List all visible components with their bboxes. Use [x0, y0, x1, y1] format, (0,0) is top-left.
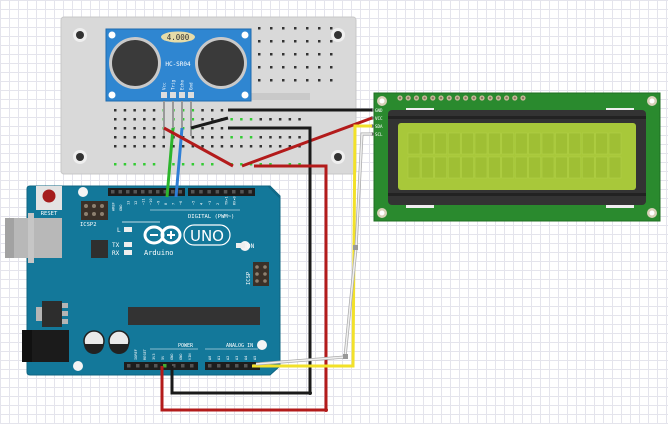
analog-pin-label: A5 — [253, 356, 257, 360]
icsp-label: ICSP — [246, 271, 252, 285]
sensor-pin — [188, 92, 194, 98]
wire-echo-blue[interactable] — [174, 127, 184, 198]
rx-led — [124, 250, 132, 255]
digital-pin-label: 13 — [127, 201, 131, 205]
analog-pin-label: A0 — [208, 356, 212, 360]
power-pin-label: RESET — [143, 348, 147, 360]
wire-gnd-black-short[interactable] — [190, 116, 229, 130]
header-pin-holes — [111, 190, 257, 368]
tx-label: TX — [112, 242, 120, 249]
arduino-text: Arduino — [144, 249, 174, 257]
on-led — [236, 243, 245, 248]
sensor-display-value: 4.000 — [167, 33, 190, 42]
tx-led — [124, 242, 132, 247]
on-label: ON — [247, 243, 255, 250]
lcd-pin-label: GND — [375, 108, 383, 113]
reset-label: RESET — [41, 211, 58, 217]
capacitor — [83, 330, 105, 354]
power-pin-label: 3V3 — [152, 354, 156, 361]
sensor-pin-label: Gnd — [189, 82, 194, 90]
power-label: POWER — [178, 343, 194, 349]
digital-pin-label: ~11 — [142, 199, 146, 206]
mount-hole — [257, 340, 267, 350]
usb-chip — [91, 240, 108, 258]
sensor-pin-label: Vcc — [162, 82, 167, 90]
lcd-i2c-module[interactable]: GND VCC SDA SCL — [370, 92, 661, 222]
analog-pin-label: A4 — [244, 356, 248, 360]
power-pin-label: GND — [170, 354, 174, 361]
wires — [160, 101, 373, 412]
power-pin-label: IOREF — [134, 349, 138, 360]
sensor-pins: Vcc Trig Echo Gnd — [161, 79, 194, 98]
digital-pin-label: RX◂0 — [233, 196, 237, 205]
analog-pin-label: A1 — [217, 356, 221, 360]
digital-pin-label: ~9 — [157, 201, 161, 205]
digital-pin-label: AREF — [112, 202, 116, 211]
l-led-label: L — [117, 227, 121, 234]
crystal-oscillator — [161, 31, 195, 43]
wire-trig-green[interactable] — [165, 127, 175, 198]
mount-hole — [78, 187, 88, 197]
uno-text: UNO — [190, 227, 224, 245]
rx-label: RX — [112, 250, 120, 257]
capacitor — [108, 330, 130, 354]
analog-pin-label: A3 — [235, 356, 239, 360]
digital-header-right[interactable] — [188, 188, 255, 196]
lcd-pin-label: SCL — [375, 132, 383, 137]
arduino-logo: UNO Arduino — [143, 224, 231, 257]
digital-pin-label: ~3 — [208, 201, 212, 205]
mount-hole — [73, 361, 83, 371]
icsp2-label: ICSP2 — [80, 222, 97, 228]
analog-pin-label: A2 — [226, 356, 230, 360]
digital-label: DIGITAL (PWM~) — [188, 214, 234, 220]
digital-pin-label: TX▸1 — [224, 196, 228, 205]
sensor-pin — [170, 92, 176, 98]
power-pin-label: 5V — [161, 355, 165, 360]
digital-pin-label: 4 — [200, 203, 204, 205]
analog-header[interactable] — [205, 362, 260, 370]
digital-pin-label: 7 — [172, 203, 176, 205]
sensor-pin — [179, 92, 185, 98]
sensor-pin-label: Trig — [171, 79, 176, 90]
sensor-pin-label: Echo — [180, 79, 185, 90]
l-led — [124, 227, 132, 232]
digital-pin-label: ~6 — [179, 201, 183, 205]
power-pin-label: GND — [179, 354, 183, 361]
digital-pin-label: GND — [119, 205, 123, 212]
digital-pin-label: 12 — [134, 201, 138, 205]
icsp2-header — [81, 201, 108, 220]
lcd-top-pins — [397, 95, 526, 101]
analog-label: ANALOG IN — [226, 343, 253, 349]
arduino-uno-board[interactable]: RESET ICSP2 L TX RX UNO Arduino ON — [5, 185, 281, 376]
wire-vcc-red[interactable] — [163, 126, 234, 168]
lcd-pin-label: SDA — [375, 124, 383, 129]
voltage-regulator — [42, 301, 62, 327]
digital-header-left[interactable] — [108, 188, 185, 196]
lcd-pin-label: VCC — [375, 116, 383, 121]
power-pin-label: VIN — [188, 354, 192, 361]
atmega-chip — [128, 307, 260, 325]
lcd-character-cells — [407, 132, 622, 179]
sensor-pin — [161, 92, 167, 98]
sensor-model-label: HC-SR04 — [165, 61, 191, 68]
digital-pin-label: 2 — [216, 203, 220, 205]
ultrasonic-sensor[interactable]: 4.000 HC-SR04 Vcc Trig Echo Gnd — [105, 28, 252, 102]
wire-lcd-vcc-red[interactable] — [241, 116, 373, 168]
digital-pin-label: 8 — [164, 203, 168, 205]
digital-pin-label: ~5 — [192, 201, 196, 205]
digital-pin-label: ~10 — [149, 199, 153, 206]
